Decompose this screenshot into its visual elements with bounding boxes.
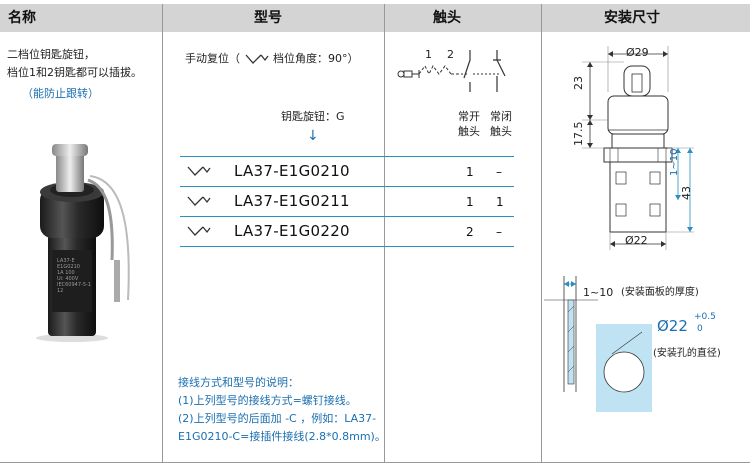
- no-label-line1: 常开: [458, 110, 480, 123]
- model-number: LA37-E1G0220: [234, 222, 350, 240]
- nc-contact-count: 1: [496, 195, 504, 209]
- dim-bottom-diameter: Ø22: [625, 234, 648, 247]
- wiring-note-2b: E1G0210-C=接插件接线(2.8*0.8mm)。: [178, 430, 386, 443]
- wiring-note-2a: (2)上列型号的后面加 -C ，例如：LA37-: [178, 412, 377, 425]
- wiring-note-1: (1)上列型号的接线方式=螺钉接线。: [178, 394, 357, 407]
- no-contact-count: 1: [466, 195, 474, 209]
- hole-diameter: Ø22: [657, 317, 688, 335]
- dim-top-diameter: Ø29: [626, 46, 649, 59]
- key-position-icon: [187, 166, 211, 176]
- no-contact-count: 1: [466, 165, 474, 179]
- key-code-label: 钥匙旋钮：G: [281, 110, 345, 123]
- product-description-line2: 档位1和2钥匙都可以插拔。: [7, 66, 142, 79]
- header-install: 安装尺寸: [604, 10, 660, 26]
- key-position-icon: [187, 226, 211, 236]
- position-2-label: 2: [447, 48, 454, 61]
- column-divider: [162, 4, 163, 462]
- product-label-text: LA37-E E1G0210 1A 100 Ui: 400V IEC60947-…: [57, 258, 92, 294]
- dim-17-5: 17.5: [572, 121, 585, 147]
- header-model: 型号: [254, 10, 282, 26]
- nc-contact-count: –: [496, 165, 502, 179]
- nc-label-line1: 常闭: [490, 110, 512, 123]
- hole-diameter-label: (安装孔的直径): [653, 348, 721, 359]
- header-contact: 触头: [433, 10, 461, 26]
- dimension-drawing: [544, 46, 694, 412]
- column-divider: [384, 4, 385, 462]
- dim-1-10-vertical: 1~10: [669, 148, 680, 176]
- row-divider: [180, 186, 514, 187]
- nc-label-line2: 触头: [490, 125, 512, 138]
- model-number: LA37-E1G0210: [234, 162, 350, 180]
- key-position-icon: [245, 54, 269, 64]
- contact-diagram: [397, 50, 506, 92]
- no-contact-count: 2: [466, 225, 474, 239]
- column-divider: [541, 4, 542, 462]
- position-1-label: 1: [425, 48, 432, 61]
- product-description-line1: 二档位钥匙旋钮，: [7, 48, 95, 61]
- panel-thickness-label: (安装面板的厚度): [621, 287, 699, 298]
- row-divider: [180, 246, 514, 247]
- key-position-icon: [187, 196, 211, 206]
- dim-43: 43: [680, 186, 693, 200]
- header-name: 名称: [8, 10, 36, 26]
- nc-contact-count: –: [496, 225, 502, 239]
- row-divider: [180, 216, 514, 217]
- hole-tolerance-zero: 0: [697, 324, 703, 334]
- wiring-notes-title: 接线方式和型号的说明：: [178, 376, 299, 389]
- key-switch-photo: [36, 144, 130, 342]
- dim-23: 23: [572, 76, 585, 90]
- angle-label: 档位角度：90°）: [273, 52, 359, 65]
- reset-label: 手动复位（: [185, 52, 240, 65]
- model-number: LA37-E1G0211: [234, 192, 350, 210]
- table-bottom-border: [0, 462, 750, 463]
- table-header: [0, 4, 750, 32]
- row-divider: [180, 156, 514, 157]
- hole-tolerance-plus: +0.5: [694, 312, 716, 322]
- no-label-line2: 触头: [458, 125, 480, 138]
- down-arrow-icon: ↓: [307, 128, 319, 144]
- anti-rotation-note: （能防止跟转）: [22, 87, 99, 100]
- panel-thickness-range: 1~10: [583, 286, 614, 299]
